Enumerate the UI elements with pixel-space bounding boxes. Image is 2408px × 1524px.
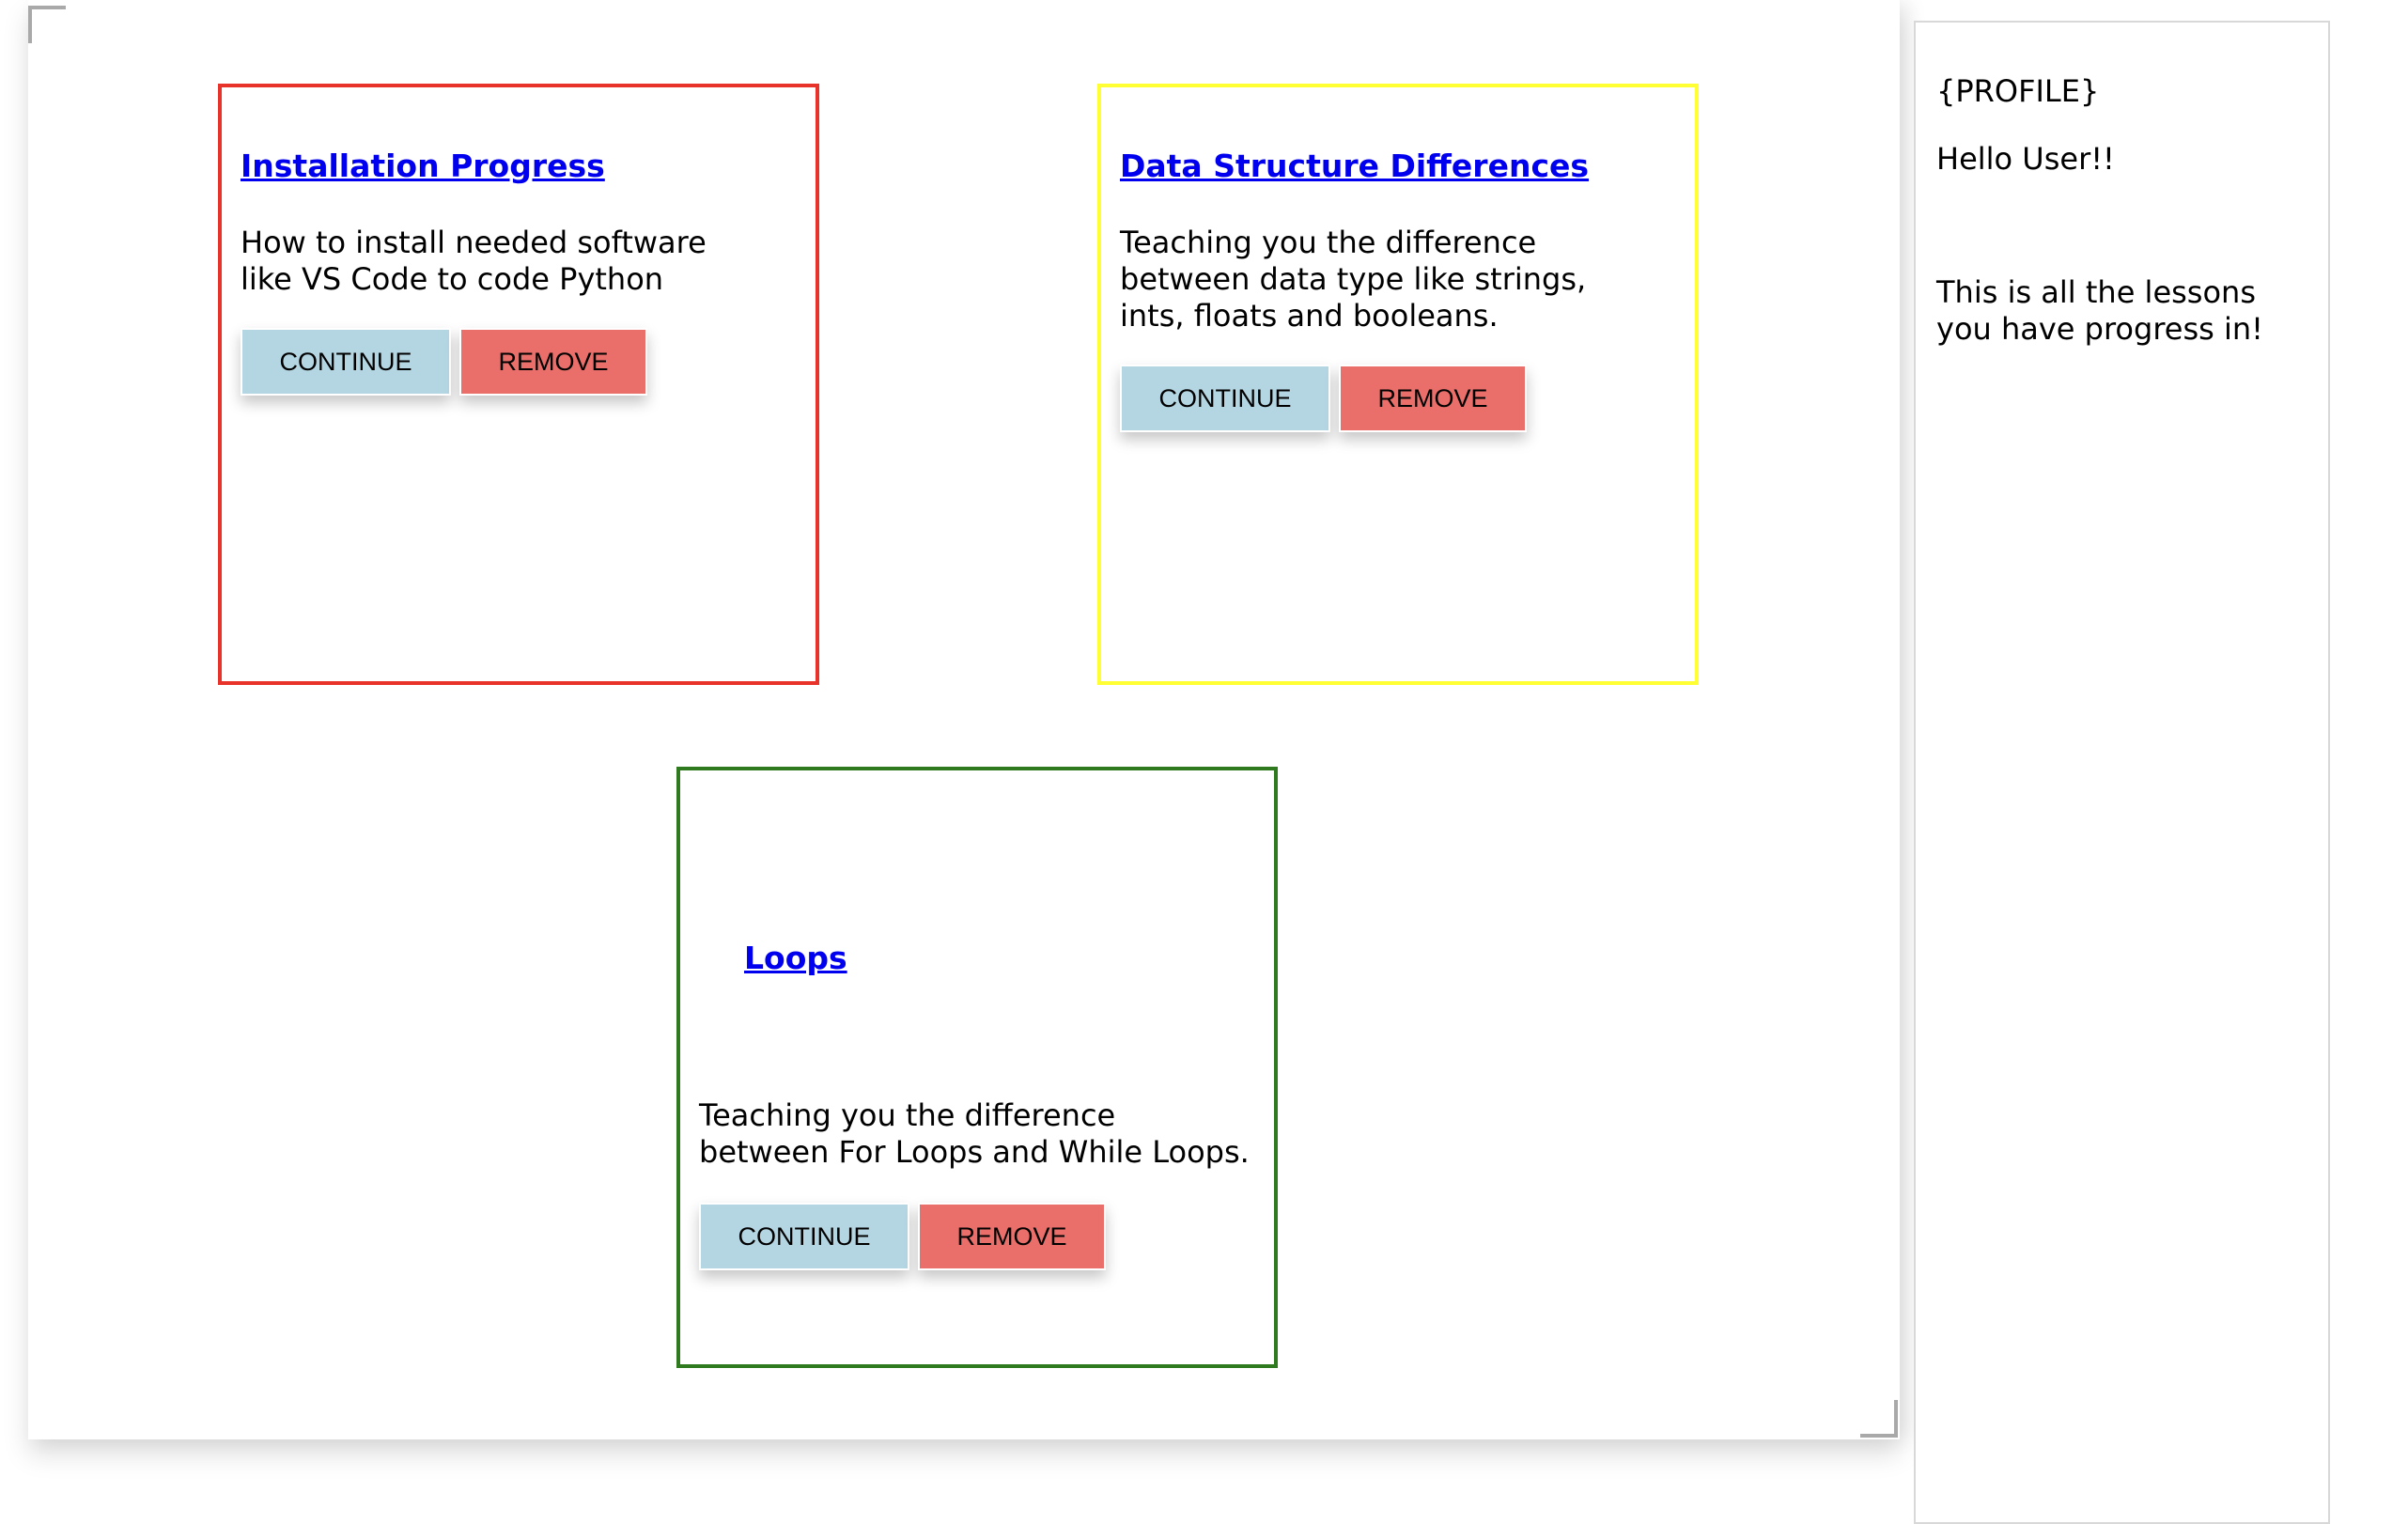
continue-button[interactable]: CONTINUE [1120,365,1330,432]
continue-button[interactable]: CONTINUE [241,328,451,396]
profile-heading: {PROFILE} [1936,73,2100,109]
lesson-description: How to install needed software like VS C… [241,225,707,298]
lesson-description: Teaching you the difference between data… [1120,225,1586,334]
remove-button[interactable]: REMOVE [918,1203,1106,1270]
continue-button[interactable]: CONTINUE [699,1203,909,1270]
profile-sidebar: {PROFILE} Hello User!! This is all the l… [1914,21,2330,1524]
lesson-description-line: Teaching you the difference [699,1097,1116,1133]
lesson-description-line: like VS Code to code Python [241,261,664,297]
profile-message-line: This is all the lessons [1936,274,2256,310]
remove-button[interactable]: REMOVE [459,328,647,396]
resize-handle-bottom-right[interactable] [1860,1400,1898,1438]
remove-button[interactable]: REMOVE [1339,365,1527,432]
lesson-title-link[interactable]: Installation Progress [241,148,605,184]
lesson-description-line: How to install needed software [241,225,707,260]
lesson-description-line: between data type like strings, [1120,261,1587,297]
profile-message: This is all the lessons you have progres… [1936,274,2263,348]
lesson-description: Teaching you the difference between For … [699,1097,1250,1171]
lesson-description-line: between For Loops and While Loops. [699,1134,1250,1170]
lesson-description-line: ints, floats and booleans. [1120,298,1499,334]
profile-message-line: you have progress in! [1936,311,2263,347]
profile-greeting: Hello User!! [1936,141,2115,177]
lesson-title-link[interactable]: Loops [744,940,847,976]
lesson-card-loops: Loops Teaching you the difference betwee… [676,767,1278,1368]
lesson-card-data-structures: Data Structure Differences Teaching you … [1097,84,1699,685]
lesson-description-line: Teaching you the difference [1120,225,1537,260]
lesson-title-link[interactable]: Data Structure Differences [1120,148,1590,184]
resize-handle-top-left[interactable] [28,6,66,43]
lesson-card-installation: Installation Progress How to install nee… [218,84,819,685]
